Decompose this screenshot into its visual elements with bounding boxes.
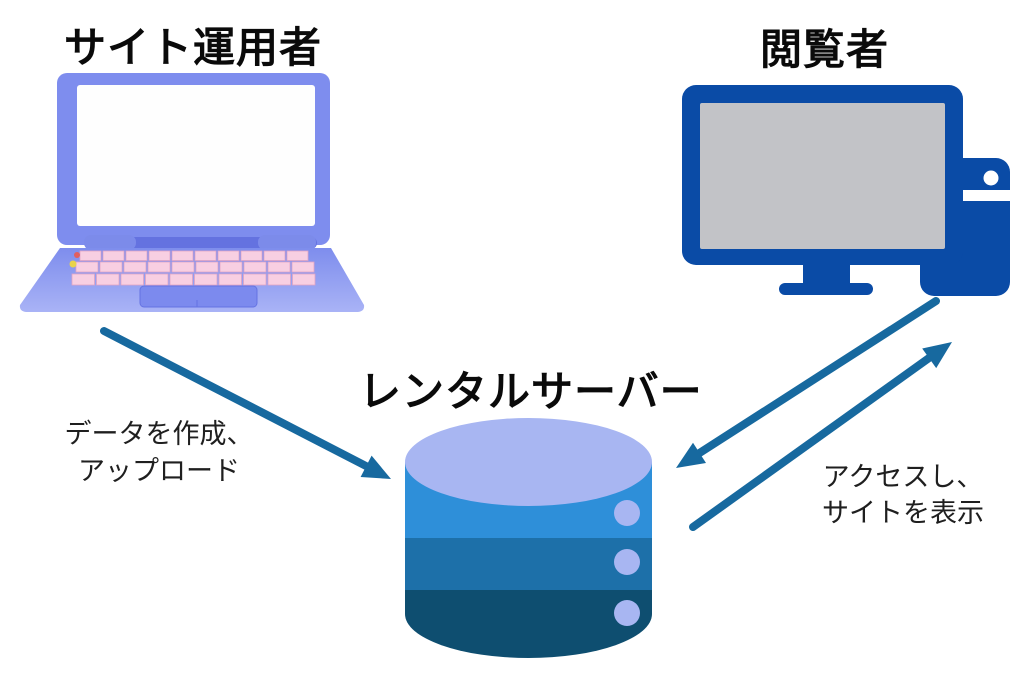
monitor-screen: [700, 103, 945, 249]
laptop-keyboard: [71, 250, 316, 286]
access-label-line1: アクセスし、: [822, 462, 984, 492]
server-indicator-dot-3: [614, 600, 640, 626]
upload-arrow: [100, 327, 391, 479]
laptop-screen: [77, 85, 315, 226]
server-indicator-dot-2: [614, 549, 640, 575]
response-arrow-shaft: [689, 354, 933, 531]
upload-label-line2: アップロード: [78, 456, 240, 486]
server-top-ellipse: [405, 418, 652, 506]
upload-label-line1: データを作成、: [64, 419, 254, 449]
viewer-title: 閲覧者: [760, 26, 890, 73]
access-label-line2: サイトを表示: [822, 498, 984, 528]
laptop-icon: [19, 73, 365, 312]
upload-arrowhead: [360, 455, 391, 479]
database-cylinder-icon: [405, 418, 652, 658]
request-arrowhead: [676, 442, 706, 468]
server-band-middle: [405, 538, 652, 591]
monitor-stand-base: [779, 283, 873, 295]
rental-server-title: レンタルサーバー: [359, 368, 703, 415]
site-operator-title: サイト運用者: [64, 24, 323, 71]
laptop-trackpad: [139, 285, 258, 308]
server-band-bottom: [405, 590, 652, 658]
laptop-hinge-left: [84, 235, 136, 250]
pc-tower-slot: [963, 190, 1010, 201]
laptop-power-led-red: [74, 252, 80, 258]
server-indicator-dot-1: [614, 500, 640, 526]
request-arrow-shaft: [695, 297, 940, 457]
response-arrow: [689, 342, 952, 531]
laptop-power-led-yellow: [69, 260, 77, 268]
response-arrowhead: [922, 342, 952, 369]
monitor-stand-neck: [803, 263, 850, 285]
upload-arrow-shaft: [100, 327, 370, 470]
desktop-monitor-icon: [682, 85, 1010, 296]
pc-tower-power-button: [983, 170, 999, 186]
request-arrow: [676, 297, 940, 468]
laptop-hinge-right: [258, 235, 316, 250]
